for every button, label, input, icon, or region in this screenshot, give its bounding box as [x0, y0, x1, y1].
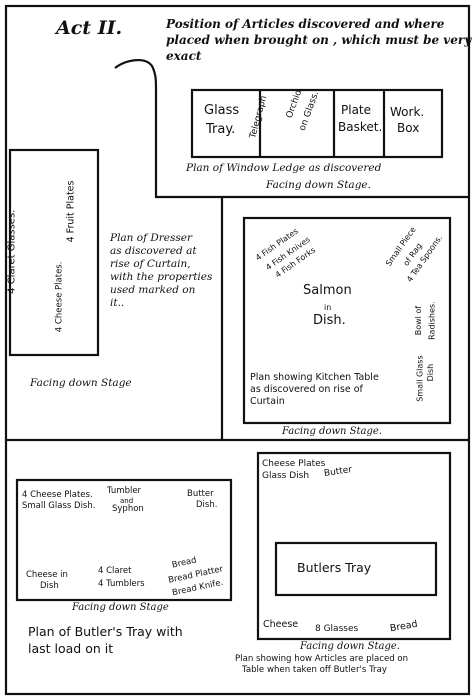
dresser-box — [8, 148, 100, 357]
dresser-facing: Facing down Stage — [30, 377, 132, 389]
tray-facing: Facing down Stage — [72, 602, 169, 613]
tray-cheese-plates: 4 Cheese Plates. — [22, 490, 93, 500]
kitchen-small-glass: Small Glass — [415, 355, 425, 402]
tray-tumblers: 4 Tumblers — [98, 579, 145, 589]
ledge-caption: Plan of Window Ledge as discovered — [186, 162, 382, 174]
ledge-work: Work. — [390, 105, 425, 119]
tray-caption-2: last load on it — [28, 641, 114, 656]
butlers-tray-inner-box — [274, 541, 438, 597]
tray-cheese-in: Cheese in — [26, 570, 68, 580]
kitchen-in: in — [324, 303, 332, 312]
kitchen-caption-2: as discovered on rise of — [250, 384, 363, 395]
kitchen-caption-3: Curtain — [250, 396, 285, 407]
kitchen-glass-dish: Dish — [426, 363, 436, 382]
kitchen-radishes: Radishes. — [427, 301, 437, 340]
dresser-cheese-plates: 4 Cheese Plates. — [54, 261, 65, 333]
window-ledge-box — [190, 88, 444, 159]
dresser-note-6: it.. — [110, 297, 125, 309]
table-glasses: 8 Glasses — [315, 624, 359, 634]
tray-tumbler: Tumbler — [107, 486, 142, 496]
dresser-note-4: with the properties — [110, 271, 213, 283]
tray-cheese-dish: Dish — [40, 581, 59, 591]
dresser-note-3: rise of Curtain, — [110, 258, 191, 270]
ledge-plate: Plate — [341, 103, 372, 117]
kitchen-table-box — [242, 216, 452, 425]
kitchen-caption-1: Plan showing Kitchen Table — [250, 372, 379, 383]
ledge-box: Box — [397, 121, 420, 135]
header-line-2: placed when brought on , which must be v… — [166, 33, 472, 47]
tray-small-glass-dish: Small Glass Dish. — [22, 501, 96, 511]
tray-claret: 4 Claret — [98, 566, 132, 576]
header-line-1: Position of Articles discovered and wher… — [166, 17, 445, 31]
ledge-glass: Glass — [204, 103, 240, 118]
dresser-fruit-plates: 4 Fruit Plates — [65, 180, 77, 243]
ledge-basket: Basket. — [338, 120, 383, 134]
table-facing: Facing down Stage. — [300, 641, 400, 652]
tray-butter-dish: Dish. — [196, 500, 218, 510]
table-caption-2: Table when taken off Butler's Tray — [242, 665, 387, 675]
window-ledge-frame — [114, 59, 469, 199]
tray-syphon: Syphon — [112, 504, 144, 514]
butlers-tray-box — [15, 478, 233, 602]
dresser-note-5: used marked on — [110, 284, 196, 296]
page-border — [4, 4, 471, 696]
kitchen-bowl-of: Bowl of — [414, 305, 424, 336]
table-cheese: Cheese — [263, 619, 299, 630]
tray-butter: Butter — [187, 489, 214, 499]
kitchen-facing: Facing down Stage. — [282, 426, 382, 437]
tray-and: and — [120, 497, 134, 505]
kitchen-salmon: Salmon — [303, 283, 352, 298]
dresser-note-1: Plan of Dresser — [110, 232, 192, 244]
header-line-3: exact — [166, 49, 202, 63]
ledge-tray: Tray. — [206, 122, 236, 137]
table-glass-dish: Glass Dish — [262, 471, 310, 481]
dresser-note-2: as discovered at — [110, 245, 197, 257]
act-title: Act II. — [56, 17, 123, 39]
table-box — [256, 451, 452, 641]
table-butlers-tray: Butlers Tray — [297, 560, 372, 575]
table-caption-1: Plan showing how Articles are placed on — [235, 654, 409, 664]
table-cheese-plates: Cheese Plates — [262, 459, 326, 469]
kitchen-dish: Dish. — [313, 313, 346, 328]
tray-caption-1: Plan of Butler's Tray with — [28, 624, 183, 639]
dresser-claret-glasses: 4 Claret Glasses. — [6, 209, 18, 294]
ledge-facing: Facing down Stage. — [266, 179, 371, 191]
